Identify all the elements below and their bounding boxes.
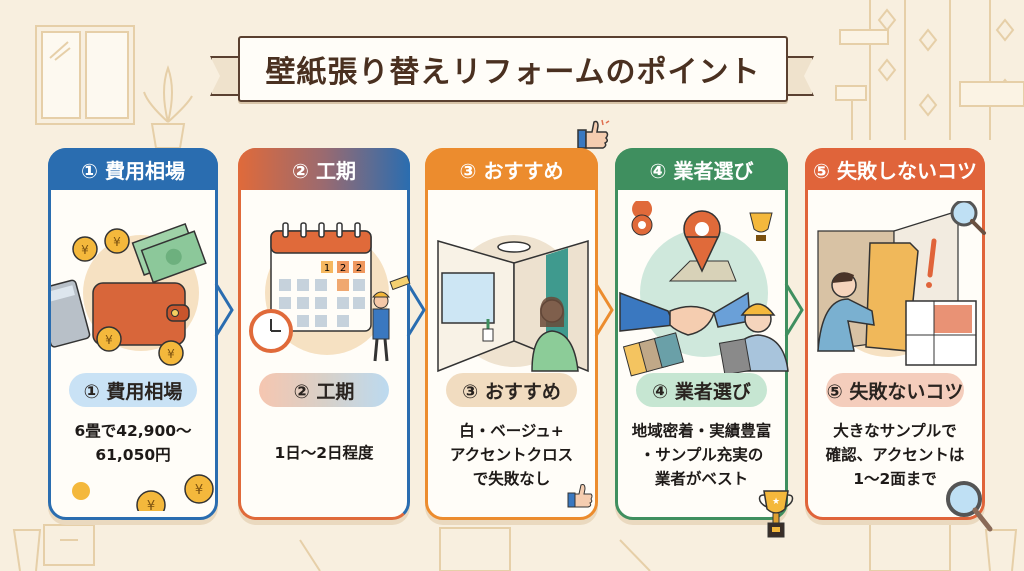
card-header-tips: ⑤ 失敗しないコツ <box>805 148 985 190</box>
card-recommendation: ③ おすすめ ③ おすすめ 白・ベージュ+ アクセントクロス で失敗なし <box>425 148 598 520</box>
page-title: 壁紙張り替えリフォームのポイント <box>265 55 761 90</box>
pill-label: ① 費用相場 <box>83 380 183 403</box>
title-banner: 壁紙張り替えリフォームのポイント <box>238 36 788 102</box>
card-contractor: ④ 業者選び ④ 業者選び 地域密着・実績豊富 ・サンプル充実の 業者がベスト <box>615 148 794 538</box>
card-description-tips: 大きなサンプルで 確認、アクセントは 1〜2面まで <box>825 422 965 488</box>
card-description-duration: 1日〜2日程度 <box>274 444 374 462</box>
svg-text:¥: ¥ <box>81 243 89 257</box>
pill-label: ③ おすすめ <box>462 380 561 403</box>
card-pill-tips: ⑤ 失敗ないコツ <box>826 373 964 407</box>
card-header-cost: ① 費用相場 <box>48 148 218 190</box>
window-icon <box>35 25 135 125</box>
card-header-label: ⑤ 失敗しないコツ <box>813 158 977 183</box>
svg-text:¥: ¥ <box>167 347 175 361</box>
svg-text:2: 2 <box>340 263 346 274</box>
wallpaper-pattern-icon <box>869 0 1015 140</box>
svg-text:¥: ¥ <box>147 499 155 511</box>
plant-icon <box>143 65 193 149</box>
svg-text:2: 2 <box>356 263 362 274</box>
card-pill-recommendation: ③ おすすめ <box>446 373 577 407</box>
card-header-label: ① 費用相場 <box>81 158 185 183</box>
pill-label: ⑤ 失敗ないコツ <box>826 380 964 403</box>
card-description-contractor: 地域密着・実績豊富 ・サンプル充実の 業者がベスト <box>631 422 772 488</box>
furniture-decor <box>12 519 1018 571</box>
pill-label: ② 工期 <box>293 380 355 403</box>
card-header-recommendation: ③ おすすめ <box>425 148 598 190</box>
svg-text:¥: ¥ <box>113 235 121 249</box>
chevron-right-icon <box>784 283 804 337</box>
card-header-label: ③ おすすめ <box>459 158 564 183</box>
pill-label: ④ 業者選び <box>652 380 751 403</box>
thumbs-up-icon <box>567 484 593 508</box>
chevron-right-icon <box>214 283 234 337</box>
card-header-label: ② 工期 <box>292 158 356 183</box>
card-header-duration: ② 工期 <box>238 148 410 190</box>
svg-text:★: ★ <box>772 497 780 507</box>
chevron-right-icon <box>594 283 614 337</box>
card-pill-cost: ① 費用相場 <box>69 373 197 407</box>
svg-text:¥: ¥ <box>105 333 113 347</box>
trophy-icon: ★ <box>758 490 794 538</box>
paint-roller-icon <box>835 29 1024 140</box>
chevron-right-icon <box>406 283 426 337</box>
card-cost: ① 費用相場 ¥ ¥ ¥ ¥ ¥ ¥ ① 費用相場 6畳で42,900〜 61,… <box>48 148 218 520</box>
card-tips: ⑤ 失敗しないコツ ⑤ 失敗ないコツ 大きなサンプルで 確認、アクセントは 1〜… <box>805 148 993 532</box>
card-header-label: ④ 業者選び <box>649 158 754 183</box>
svg-text:1: 1 <box>324 263 330 274</box>
svg-text:¥: ¥ <box>195 483 203 498</box>
card-pill-duration: ② 工期 <box>259 373 389 407</box>
card-description-cost: 6畳で42,900〜 61,050円 <box>74 422 192 464</box>
thumbs-up-icon <box>577 119 610 149</box>
card-duration: ② 工期 1 2 2 ② 工期 1日〜2日程度 <box>238 148 411 520</box>
card-header-contractor: ④ 業者選び <box>615 148 788 190</box>
card-pill-contractor: ④ 業者選び <box>636 373 767 407</box>
magnifier-icon <box>946 481 993 532</box>
card-description-recommendation: 白・ベージュ+ アクセントクロス で失敗なし <box>449 422 574 488</box>
